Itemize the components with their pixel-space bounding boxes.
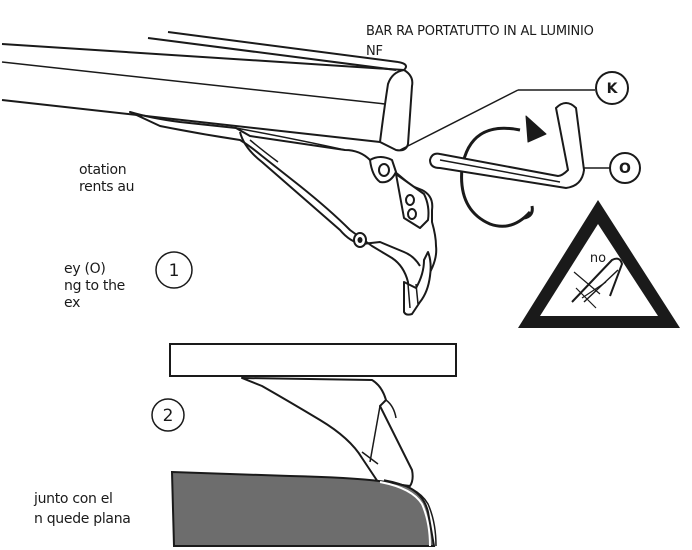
roof-pad	[170, 470, 437, 547]
foot-bracket-lower	[241, 377, 414, 487]
callout-k-label: K	[607, 81, 619, 97]
warning-triangle-icon: no	[518, 200, 680, 328]
side-text-1-line-2: rents au	[79, 179, 134, 195]
side-text-3-line-2: n quede plana	[34, 511, 131, 527]
step-1-badge: 1	[155, 251, 193, 289]
step-2-badge: 2	[151, 398, 185, 432]
hex-key	[429, 102, 641, 228]
header-line-2: NF	[366, 44, 383, 59]
side-text-1-line-1: otation	[79, 162, 126, 178]
step-1-label: 1	[169, 261, 180, 281]
side-text-2-line-2: ng to the	[64, 278, 125, 294]
side-text-block-3: junto con el n quede plana	[33, 491, 131, 527]
side-text-block-1: otation rents au	[79, 162, 135, 195]
warning-text: no	[590, 251, 606, 266]
step-2-label: 2	[163, 406, 174, 426]
header-line-1: BAR RA PORTATUTTO IN AL LUMINIO	[366, 24, 594, 39]
side-text-3-line-1: junto con el	[33, 491, 113, 507]
side-text-2-line-1: ey (O)	[64, 261, 106, 277]
callout-k: K	[399, 71, 629, 151]
side-text-block-2: ey (O) ng to the ex	[64, 261, 125, 311]
roof-bar-lower	[169, 343, 457, 377]
roof-bar-upper	[1, 31, 414, 152]
foot-bracket	[129, 111, 438, 316]
side-text-2-line-3: ex	[64, 295, 80, 311]
callout-o-label: O	[619, 161, 631, 177]
